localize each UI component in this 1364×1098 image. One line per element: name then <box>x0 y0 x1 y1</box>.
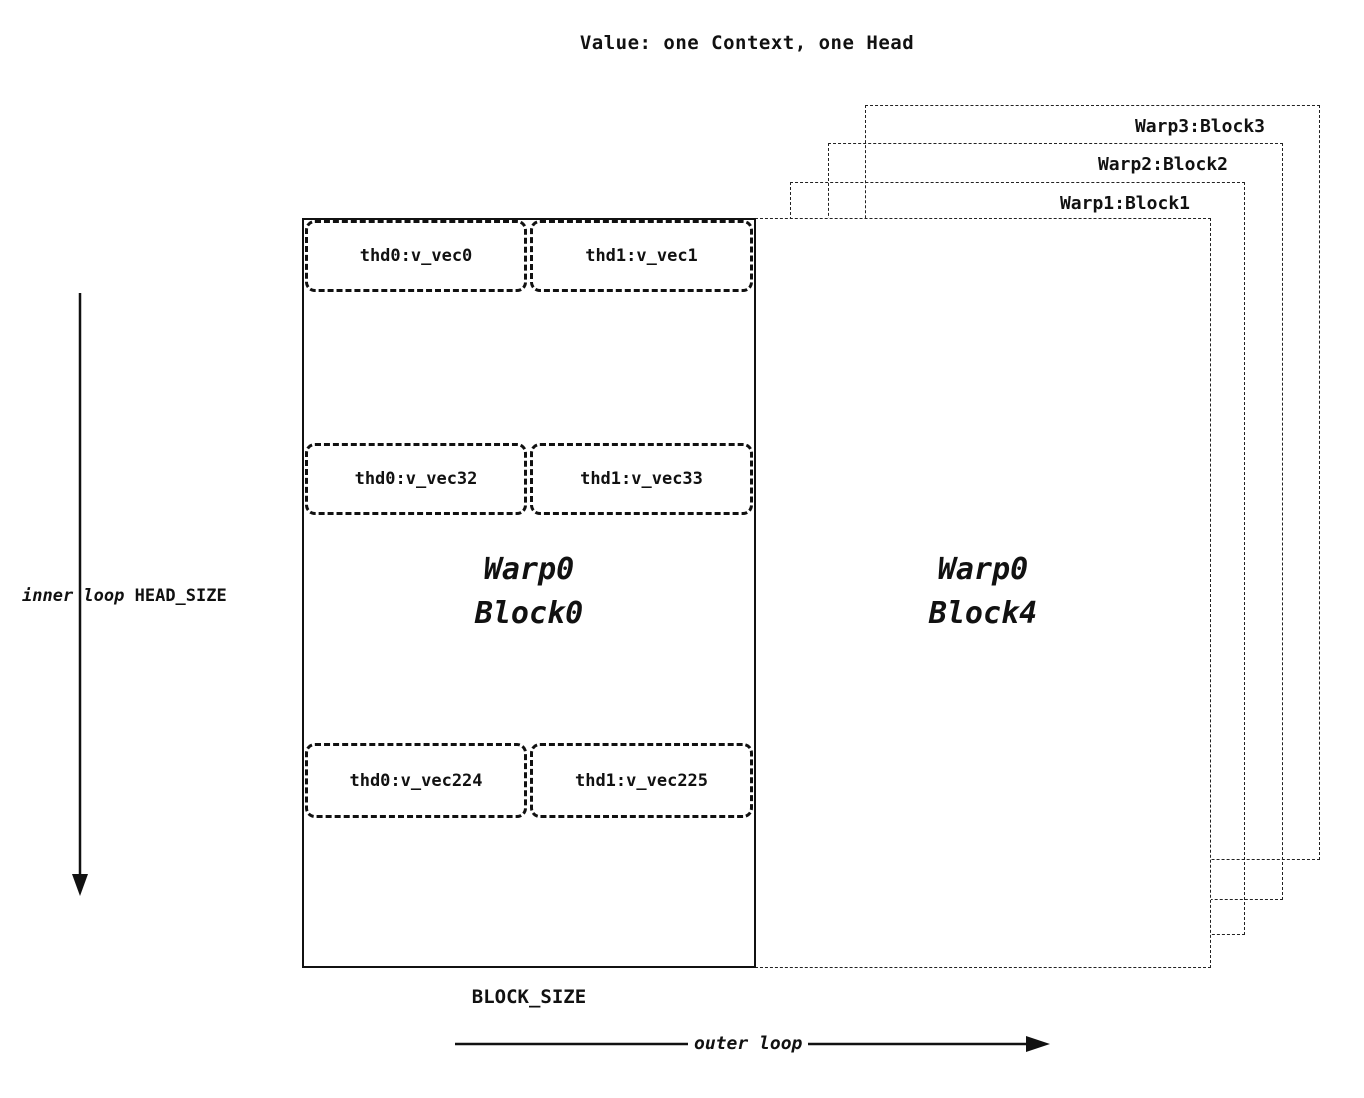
vec-box-thd0-v_vec32: thd0:v_vec32 <box>305 443 527 515</box>
vec-box-thd0-v_vec0: thd0:v_vec0 <box>305 220 527 292</box>
inner-loop-label: inner loop <box>22 586 125 606</box>
warp2-block2-label: Warp2:Block2 <box>1093 154 1232 175</box>
inner-loop-head-size-label: inner loop HEAD_SIZE <box>22 586 227 606</box>
warp0-block0-label-line2: Block0 <box>474 595 584 631</box>
warp0-block4-label: Warp0 Block4 <box>755 548 1211 635</box>
warp0-block0-rect <box>302 218 756 968</box>
block-size-label: BLOCK_SIZE <box>471 986 587 1008</box>
vec-box-thd0-v_vec224: thd0:v_vec224 <box>305 743 527 818</box>
vec-box-thd1-v_vec33: thd1:v_vec33 <box>530 443 753 515</box>
warp1-block1-label: Warp1:Block1 <box>1055 193 1194 214</box>
warp0-block4-label-line1: Warp0 <box>937 552 1029 587</box>
head-size-label: HEAD_SIZE <box>134 586 227 606</box>
warp0-block0-label-line1: Warp0 <box>483 552 575 587</box>
diagram-title: Value: one Context, one Head <box>579 32 915 54</box>
vec-box-thd1-v_vec1: thd1:v_vec1 <box>530 220 753 292</box>
warp0-block4-label-line2: Block4 <box>928 595 1038 631</box>
warp3-block3-label: Warp3:Block3 <box>1130 116 1269 137</box>
warp0-block0-label: Warp0 Block0 <box>302 548 756 635</box>
warp0-block4-rect <box>755 218 1211 968</box>
outer-loop-label: outer loop <box>688 1033 809 1054</box>
vec-box-thd1-v_vec225: thd1:v_vec225 <box>530 743 753 818</box>
